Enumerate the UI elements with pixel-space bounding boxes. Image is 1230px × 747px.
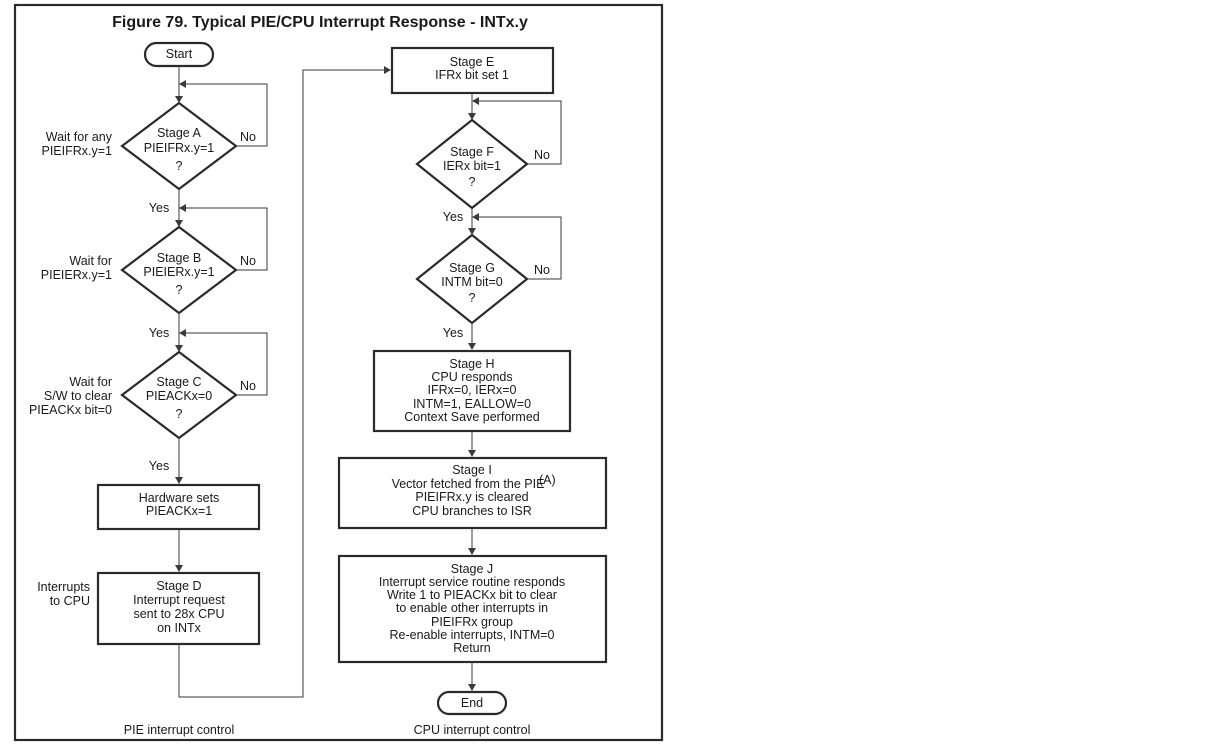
connector-d-e — [178, 69, 386, 698]
stage-g-condition: INTM bit=0 — [441, 275, 503, 289]
stage-d-note: Interrupts — [37, 580, 90, 594]
stage-d-line: Interrupt request — [133, 593, 225, 607]
no-label-a: No — [240, 130, 256, 144]
stage-c-question: ? — [176, 407, 183, 421]
stage-i-line: PIEIFRx.y is cleared — [415, 490, 528, 504]
loop-c — [184, 332, 268, 396]
stage-j-line: Write 1 to PIEACKx bit to clear — [387, 588, 557, 602]
stage-b-question: ? — [176, 283, 183, 297]
stage-j-line: Return — [453, 641, 491, 655]
no-label-f: No — [534, 148, 550, 162]
stage-h-box — [372, 349, 572, 433]
arrowhead — [468, 450, 476, 457]
stage-g-title: Stage G — [449, 261, 495, 275]
hardware-line: Hardware sets — [139, 491, 220, 505]
stage-i-footnote-marker: (A) — [539, 473, 556, 487]
stage-a-note: PIEIFRx.y=1 — [41, 144, 112, 158]
stage-i-line: Vector fetched from the PIE — [392, 477, 545, 491]
stage-c-note: PIEACKx bit=0 — [29, 403, 112, 417]
stage-f-title: Stage F — [450, 145, 494, 159]
arrowhead — [468, 343, 476, 350]
arrowhead — [468, 228, 476, 235]
yes-label-f: Yes — [443, 210, 463, 224]
yes-label-g: Yes — [443, 326, 463, 340]
stage-j-line: Re-enable interrupts, INTM=0 — [389, 628, 554, 642]
stage-d-note: to CPU — [50, 594, 90, 608]
arrowhead — [175, 477, 183, 484]
stage-c-note: S/W to clear — [44, 389, 112, 403]
stage-a-condition: PIEIFRx.y=1 — [144, 141, 215, 155]
stage-b-title: Stage B — [157, 251, 201, 265]
stage-b-note: PIEIERx.y=1 — [41, 268, 112, 282]
no-label-c: No — [240, 379, 256, 393]
stage-j-line: Stage J — [451, 562, 493, 576]
loop-a — [184, 83, 268, 147]
yes-label-c: Yes — [149, 459, 169, 473]
stage-h-line: CPU responds — [431, 370, 512, 384]
yes-label-a: Yes — [149, 201, 169, 215]
stage-i-line: CPU branches to ISR — [412, 504, 532, 518]
arrowhead — [175, 345, 183, 352]
stage-d-line: sent to 28x CPU — [133, 607, 224, 621]
arrowhead — [472, 213, 479, 221]
stage-f-condition: IERx bit=1 — [443, 159, 501, 173]
stage-d-box — [96, 571, 261, 646]
stage-j-line: to enable other interrupts in — [396, 601, 548, 615]
arrowhead — [175, 96, 183, 103]
hardware-sets-box — [96, 483, 261, 531]
stage-a-note: Wait for any — [46, 130, 113, 144]
stage-d-line: Stage D — [156, 579, 201, 593]
loop-g — [477, 216, 562, 280]
yes-label-b: Yes — [149, 326, 169, 340]
stage-h-line: Stage H — [449, 357, 494, 371]
stage-i-box — [337, 456, 608, 530]
hardware-line: PIEACKx=1 — [146, 504, 212, 518]
arrowhead — [179, 329, 186, 337]
arrowhead — [468, 548, 476, 555]
stage-e-box — [390, 46, 555, 95]
arrowhead — [384, 66, 391, 74]
stage-c-note: Wait for — [69, 375, 112, 389]
stage-h-line: INTM=1, EALLOW=0 — [413, 397, 531, 411]
stage-e-line: Stage E — [450, 55, 494, 69]
stage-i-line: Stage I — [452, 463, 492, 477]
stage-a-question: ? — [176, 159, 183, 173]
start-label: Start — [166, 47, 193, 61]
loop-b — [184, 207, 268, 271]
stage-a-title: Stage A — [157, 126, 201, 140]
end-label: End — [461, 696, 483, 710]
loop-f — [477, 100, 562, 165]
stage-e-line: IFRx bit set 1 — [435, 68, 509, 82]
stage-j-line: PIEIFRx group — [431, 615, 513, 629]
stage-h-line: IFRx=0, IERx=0 — [428, 383, 517, 397]
stage-j-box — [337, 554, 608, 664]
arrowhead — [472, 97, 479, 105]
figure-frame — [13, 3, 664, 742]
stage-g-question: ? — [469, 291, 476, 305]
no-label-b: No — [240, 254, 256, 268]
stage-c-condition: PIEACKx=0 — [146, 389, 212, 403]
arrowhead — [179, 80, 186, 88]
figure-title: Figure 79. Typical PIE/CPU Interrupt Res… — [112, 14, 528, 31]
arrowhead — [179, 204, 186, 212]
stage-h-line: Context Save performed — [404, 410, 540, 424]
arrowhead — [468, 684, 476, 691]
stage-j-line: Interrupt service routine responds — [379, 575, 565, 589]
arrowhead — [468, 113, 476, 120]
arrowhead — [175, 220, 183, 227]
arrowhead — [175, 565, 183, 572]
no-label-g: No — [534, 263, 550, 277]
stage-b-note: Wait for — [69, 254, 112, 268]
stage-c-title: Stage C — [156, 375, 201, 389]
stage-f-question: ? — [469, 175, 476, 189]
pie-control-caption: PIE interrupt control — [124, 723, 234, 737]
cpu-control-caption: CPU interrupt control — [414, 723, 531, 737]
end-terminal — [436, 690, 508, 716]
stage-d-line: on INTx — [157, 621, 202, 635]
stage-b-condition: PIEIERx.y=1 — [143, 265, 214, 279]
